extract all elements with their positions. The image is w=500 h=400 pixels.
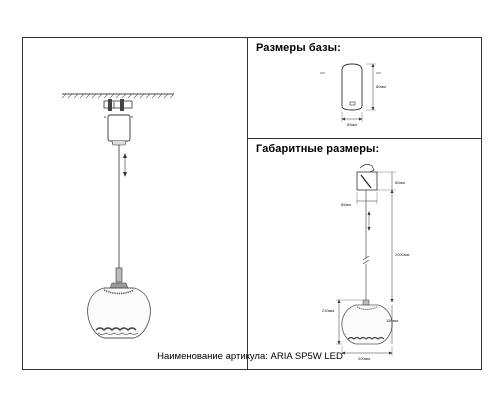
mounting-bracket (103, 99, 133, 111)
base-drawing (320, 63, 381, 122)
overall-base-width-label: 65мм (341, 202, 351, 207)
lamp-shade (87, 267, 151, 339)
base-dimensions-title: Размеры базы: (256, 42, 341, 54)
drawing-frame (22, 37, 482, 370)
shade-width-label: 200мм (358, 356, 370, 361)
article-caption: Наименование артикула: ARIA SP5W LED (157, 351, 343, 362)
cable-length-label: 2000мм (395, 252, 410, 257)
overall-drawing (336, 164, 396, 356)
shade-height-label: 230мм (322, 308, 334, 313)
overall-dimensions-title: Габаритные размеры: (256, 143, 380, 155)
overall-base-height-label: 80мм (395, 180, 405, 185)
shade-inner-label: 150мм (386, 318, 398, 323)
base-width-label: 65мм (347, 122, 357, 127)
horizontal-divider (247, 138, 482, 139)
ceiling-line (61, 93, 175, 99)
canopy-base (104, 114, 133, 146)
base-height-label: 80мм (376, 84, 386, 89)
vertical-divider (247, 37, 248, 370)
adjustment-arrow (123, 153, 127, 177)
